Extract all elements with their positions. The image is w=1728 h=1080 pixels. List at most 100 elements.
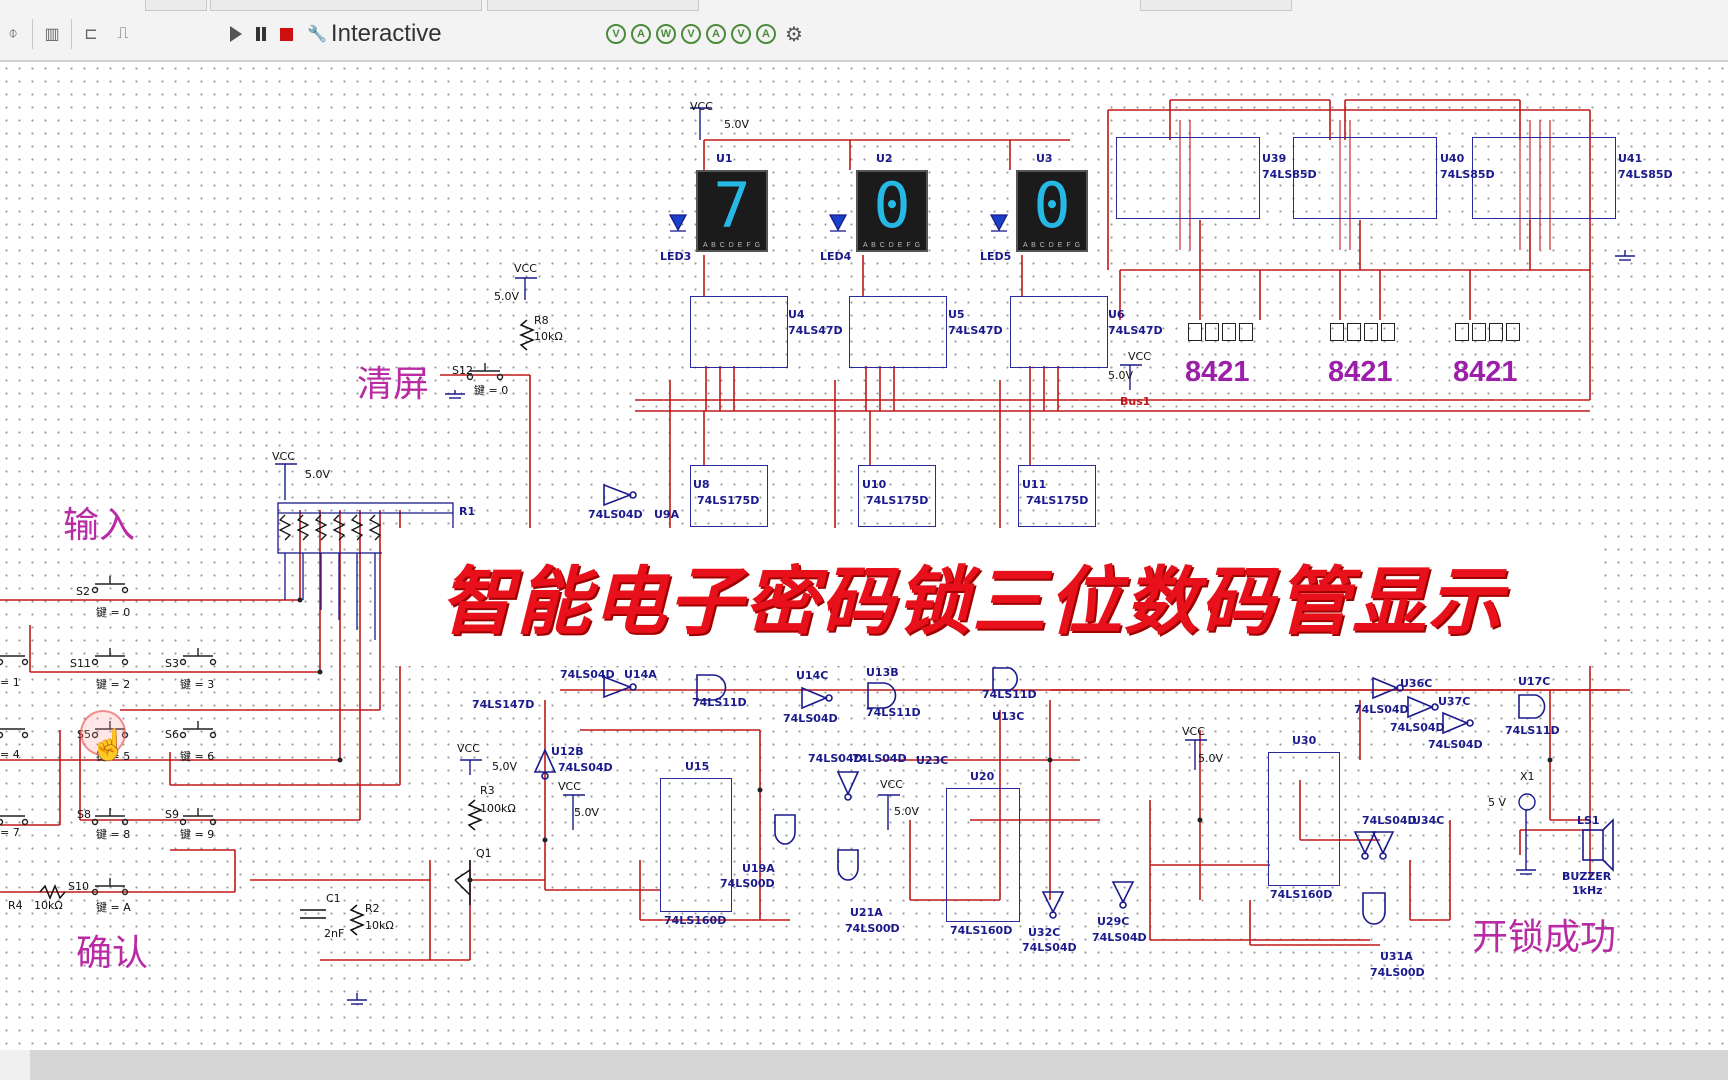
gate-ref: U17C [1518,675,1551,688]
gate-part: 74LS04D [1362,814,1417,827]
step-signal-icon[interactable]: ⎍ [117,25,129,42]
gate-ref: U13B [866,666,899,679]
differential-probe-button[interactable]: V [681,24,701,44]
gate-part: 74LS11D [1505,724,1560,737]
annotation-confirm: 确认 [76,933,149,974]
comparator-chip-u40[interactable] [1293,137,1437,219]
current-probe-button[interactable]: A [631,24,651,44]
decoder-ref: U6 [1108,308,1125,321]
counter-ref: U20 [970,770,995,783]
seven-segment-display-u2: 0 A B C D E F G [856,170,928,252]
encoder-part: 74LS147D [472,698,535,711]
volt-label: 5.0V [1198,752,1224,765]
toolbar-separator [71,19,72,49]
hex-display-2 [1330,323,1395,341]
simulation-mode-label: Interactive [330,20,442,47]
reference-probe-button[interactable]: A [756,24,776,44]
counter-chip-u20[interactable] [946,788,1020,922]
resistor-value-r4: 10kΩ [34,899,63,912]
latch-part: 74LS175D [866,494,929,507]
horizontal-scrollbar[interactable] [30,1050,1728,1080]
gate-ref: U23C [916,754,949,767]
led-ref: LED4 [820,250,852,263]
segment-pin-labels: A B C D E F G [1022,242,1082,249]
latch-ref: U11 [1022,478,1047,491]
toolbar-tab-stub[interactable] [145,0,207,11]
latch-chip-u10[interactable] [858,465,936,527]
bcd-code-label: 8421 [1453,356,1518,388]
display-digit: 0 [873,169,911,242]
gate-ref: U21A [850,906,883,919]
switch-ref: S9 [165,808,179,821]
led-ref: LED5 [980,250,1012,263]
gate-part: 74LS04D [783,712,838,725]
resistor-value-r8: 10kΩ [534,330,563,343]
stop-simulation-button[interactable] [280,27,293,41]
power-probe-button[interactable]: W [656,24,676,44]
comparator-chip-u39[interactable] [1116,137,1260,219]
vcc-label: VCC [272,450,295,463]
gate-ref: U36C [1400,677,1433,690]
probe-icon[interactable]: ⌽ [8,25,18,42]
switch-key: 键 = 0 [96,606,131,619]
toolbar-tab-stub[interactable] [1140,0,1292,11]
toolbar-separator [32,19,33,49]
decoder-chip-u6[interactable] [1010,296,1108,368]
volt-label: 5.0V [894,805,920,818]
counter-chip-u30[interactable] [1268,752,1340,886]
vcc-label: VCC [1182,725,1205,738]
comparator-part: 74LS85D [1440,168,1495,181]
capacitor-value-c1: 2nF [324,927,345,940]
current-clamp-button[interactable]: A [706,24,726,44]
pause-simulation-button[interactable] [256,27,266,41]
counter-chip-u15[interactable] [660,778,732,912]
decoder-chip-u4[interactable] [690,296,788,368]
gate-ref: U14A [624,668,657,681]
simulation-mode-selector[interactable]: 🔧 Interactive [307,20,442,48]
gate-ref: U29C [1097,915,1130,928]
toolbar-tab-stub[interactable] [210,0,482,11]
display-digit: 7 [713,169,751,242]
switch-key: 键 = 6 [180,750,215,763]
buzzer-frequency: 1kHz [1572,884,1603,897]
switch-ref: S6 [165,728,179,741]
gate-ref: U19A [742,862,775,875]
digital-probe-button[interactable]: V [731,24,751,44]
vcc-label: VCC [880,778,903,791]
gate-part: 74LS11D [692,696,747,709]
latch-chip-u11[interactable] [1018,465,1096,527]
gear-icon[interactable]: ⚙ [785,23,803,46]
display-ref-u3: U3 [1036,152,1053,165]
resistor-ref-r4: R4 [8,899,23,912]
gate-part: 74LS00D [845,922,900,935]
decoder-part: 74LS47D [948,324,1003,337]
voltage-probe-button[interactable]: V [606,24,626,44]
counter-part: 74LS160D [1270,888,1333,901]
vcc-label: VCC [457,742,480,755]
segment-pin-labels: A B C D E F G [702,242,762,249]
volt-label: 5.0V [724,118,750,131]
decoder-ref: U4 [788,308,805,321]
annotation-clear: 清屏 [357,364,430,405]
counter-part: 74LS160D [950,924,1013,937]
hex-display-3 [1455,323,1520,341]
gate-part: 74LS04D [1022,941,1077,954]
run-simulation-button[interactable] [230,26,242,42]
gate-ref: U9A [654,508,680,521]
gate-part: 74LS04D [852,752,907,765]
display-ref-u2: U2 [876,152,893,165]
comparator-chip-u41[interactable] [1472,137,1616,219]
bcd-code-label: 8421 [1328,356,1393,388]
gate-part: 74LS04D [808,752,863,765]
chip-icon[interactable]: ▥ [44,26,60,43]
gate-ref: U32C [1028,926,1061,939]
toolbar-tab-stub[interactable] [487,0,699,11]
decoder-chip-u5[interactable] [849,296,947,368]
latch-chip-u8[interactable] [690,465,768,527]
switch-ref: S8 [77,808,91,821]
resistor-value-r2: 10kΩ [365,919,394,932]
counter-ref: U15 [685,760,710,773]
hierarchy-icon[interactable]: ⊏ [84,26,98,43]
video-title-overlay: 智能电子密码锁三位数码管显示 [440,559,1504,645]
switch-key: 键 = 0 [474,384,509,397]
